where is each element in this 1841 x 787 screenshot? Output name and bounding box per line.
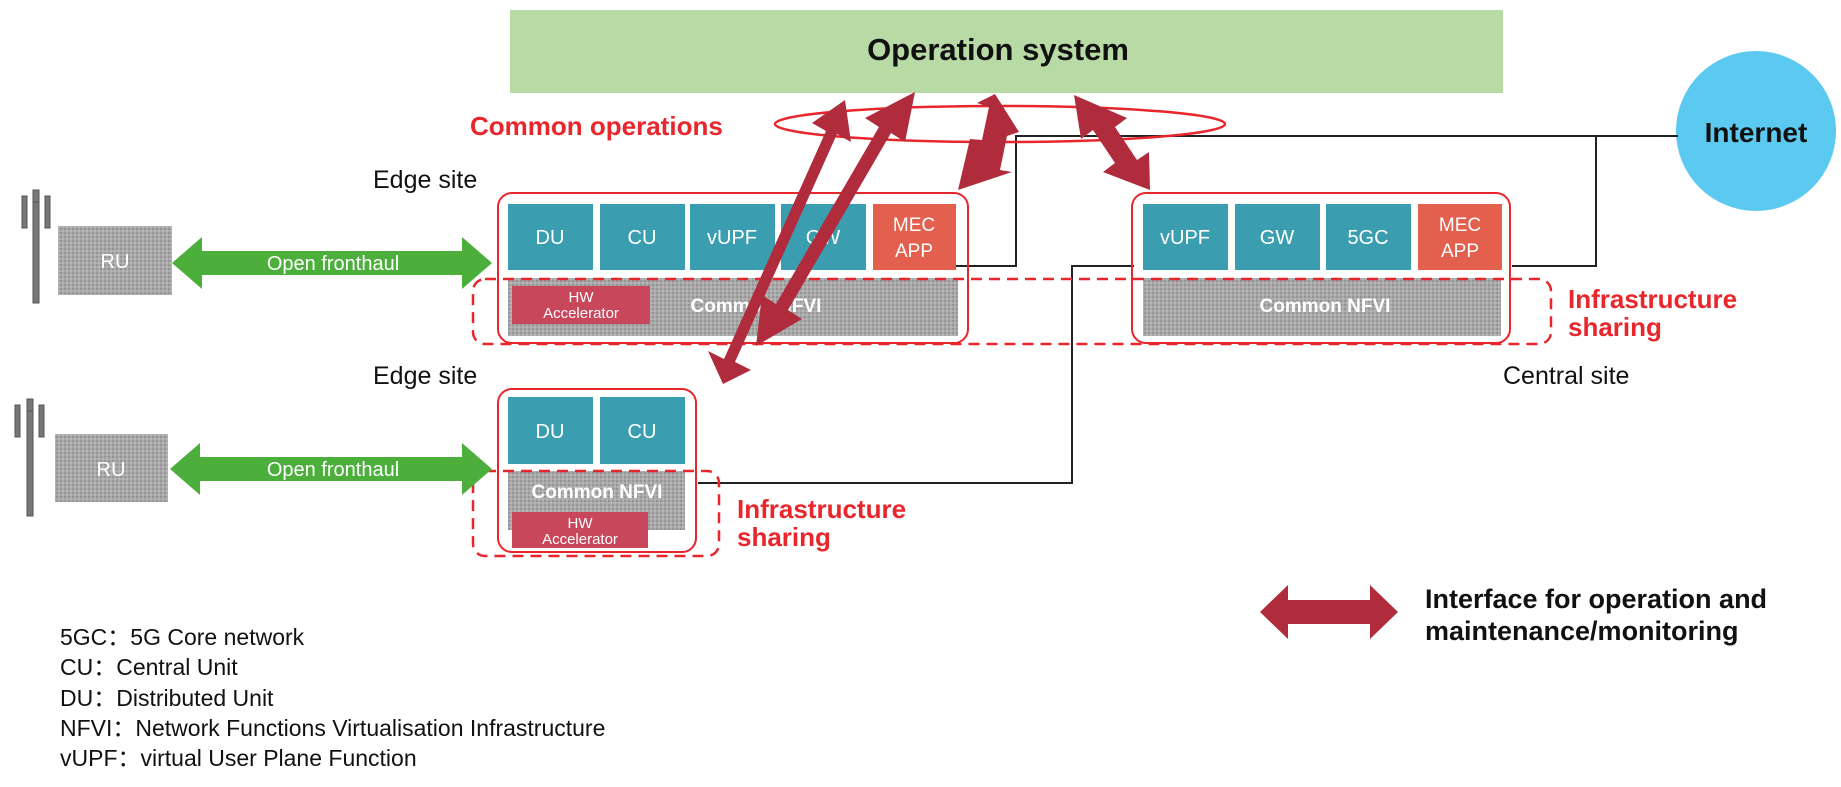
abbreviation-list: 5GC：5G Core network CU：Central Unit DU：D… (60, 624, 605, 771)
abbreviation-item: DU：Distributed Unit (60, 685, 274, 711)
edge-site-1-mec-box (873, 204, 956, 270)
infra-sharing-2-line2: sharing (737, 522, 831, 552)
edge-site-2-fronthaul-label: Open fronthaul (267, 459, 399, 481)
central-site-mec-line1: MEC (1439, 215, 1481, 236)
internet-cloud-icon (1676, 51, 1836, 211)
edge-site-1-mec-line1: MEC (893, 215, 935, 236)
edge-site-1-mec-line2: APP (895, 241, 933, 262)
om-interface-arrow (708, 100, 851, 384)
edge-site-1-hw-line2: Accelerator (543, 305, 619, 322)
legend-text-line2: maintenance/monitoring (1425, 616, 1739, 646)
central-site-nfvi-label: Common NFVI (1260, 296, 1391, 317)
edge-site-1-ru-box (58, 226, 172, 295)
central-site-mec-box (1418, 204, 1502, 270)
operation-system-label: Operation system (867, 32, 1129, 67)
edge-site-1-vupf-box (690, 204, 775, 270)
edge-site-1-vupf-label: vUPF (707, 227, 757, 249)
edge-site-1-du-label: DU (536, 227, 565, 249)
antenna-icon (21, 189, 51, 304)
abbreviation-item: vUPF：virtual User Plane Function (60, 745, 417, 771)
edge-site-2-fronthaul-arrow (170, 443, 492, 495)
edge-site-2-ru-label: RU (97, 459, 126, 481)
legend-arrow-icon (1260, 585, 1398, 639)
edge-site-1-fronthaul-label: Open fronthaul (267, 253, 399, 275)
edge-site-1-fronthaul-arrow (172, 237, 492, 289)
edge-site-1-label: Edge site (373, 166, 477, 194)
edge-site-2-hw-line1: HW (568, 515, 594, 532)
infra-sharing-2-line1: Infrastructure (737, 494, 906, 524)
infra-sharing-1-frame (471, 277, 1553, 346)
edge-site-1-cu-label: CU (628, 227, 657, 249)
om-interface-arrow (1074, 95, 1150, 190)
central-site-vupf-label: vUPF (1160, 227, 1210, 249)
om-interface-arrow (756, 92, 915, 346)
operation-system-box (510, 10, 1503, 93)
abbreviation-item: NFVI：Network Functions Virtualisation In… (60, 715, 605, 741)
edge-site-1-cu-box (600, 204, 685, 270)
om-interface-arrow (958, 94, 1019, 190)
central-site-5gc-label: 5GC (1347, 227, 1388, 249)
central-site-gw-box (1235, 204, 1320, 270)
infra-sharing-1-line1: Infrastructure (1568, 284, 1737, 314)
central-site-5gc-box (1326, 204, 1411, 270)
edge-site-2-du-box (508, 397, 593, 464)
abbreviation-item: CU：Central Unit (60, 654, 238, 680)
edge-site-2-ru-box (55, 434, 168, 502)
edge-site-2-nfvi-label: Common NFVI (532, 482, 663, 503)
edge-site-1-hw-accelerator (512, 286, 650, 324)
edge-site-2-frame (497, 388, 697, 553)
edge-site-1-ru-label: RU (101, 251, 130, 273)
edge-site-2-hw-accelerator (512, 512, 648, 548)
antenna-icon (14, 398, 45, 517)
central-site-nfvi (1143, 278, 1501, 336)
central-site-mec-line2: APP (1441, 241, 1479, 262)
central-site-label: Central site (1503, 362, 1629, 390)
abbreviation-item: 5GC：5G Core network (60, 624, 305, 650)
edge-site-2-label: Edge site (373, 362, 477, 390)
edge-site-1-hw-line1: HW (569, 289, 595, 306)
infra-sharing-2-frame (471, 469, 721, 558)
network-links (698, 135, 1678, 484)
infra-sharing-1-line2: sharing (1568, 312, 1662, 342)
internet-label: Internet (1705, 117, 1808, 148)
edge-site-2-du-label: DU (536, 421, 565, 443)
central-site-vupf-box (1143, 204, 1228, 270)
edge-site-2-cu-label: CU (628, 421, 657, 443)
edge-site-2-cu-box (600, 397, 685, 464)
edge-site-1-du-box (508, 204, 593, 270)
legend-text-line1: Interface for operation and (1425, 584, 1767, 614)
edge-site-2-hw-line2: Accelerator (542, 531, 618, 548)
central-site-gw-label: GW (1260, 227, 1295, 249)
common-operations-label: Common operations (470, 111, 723, 141)
